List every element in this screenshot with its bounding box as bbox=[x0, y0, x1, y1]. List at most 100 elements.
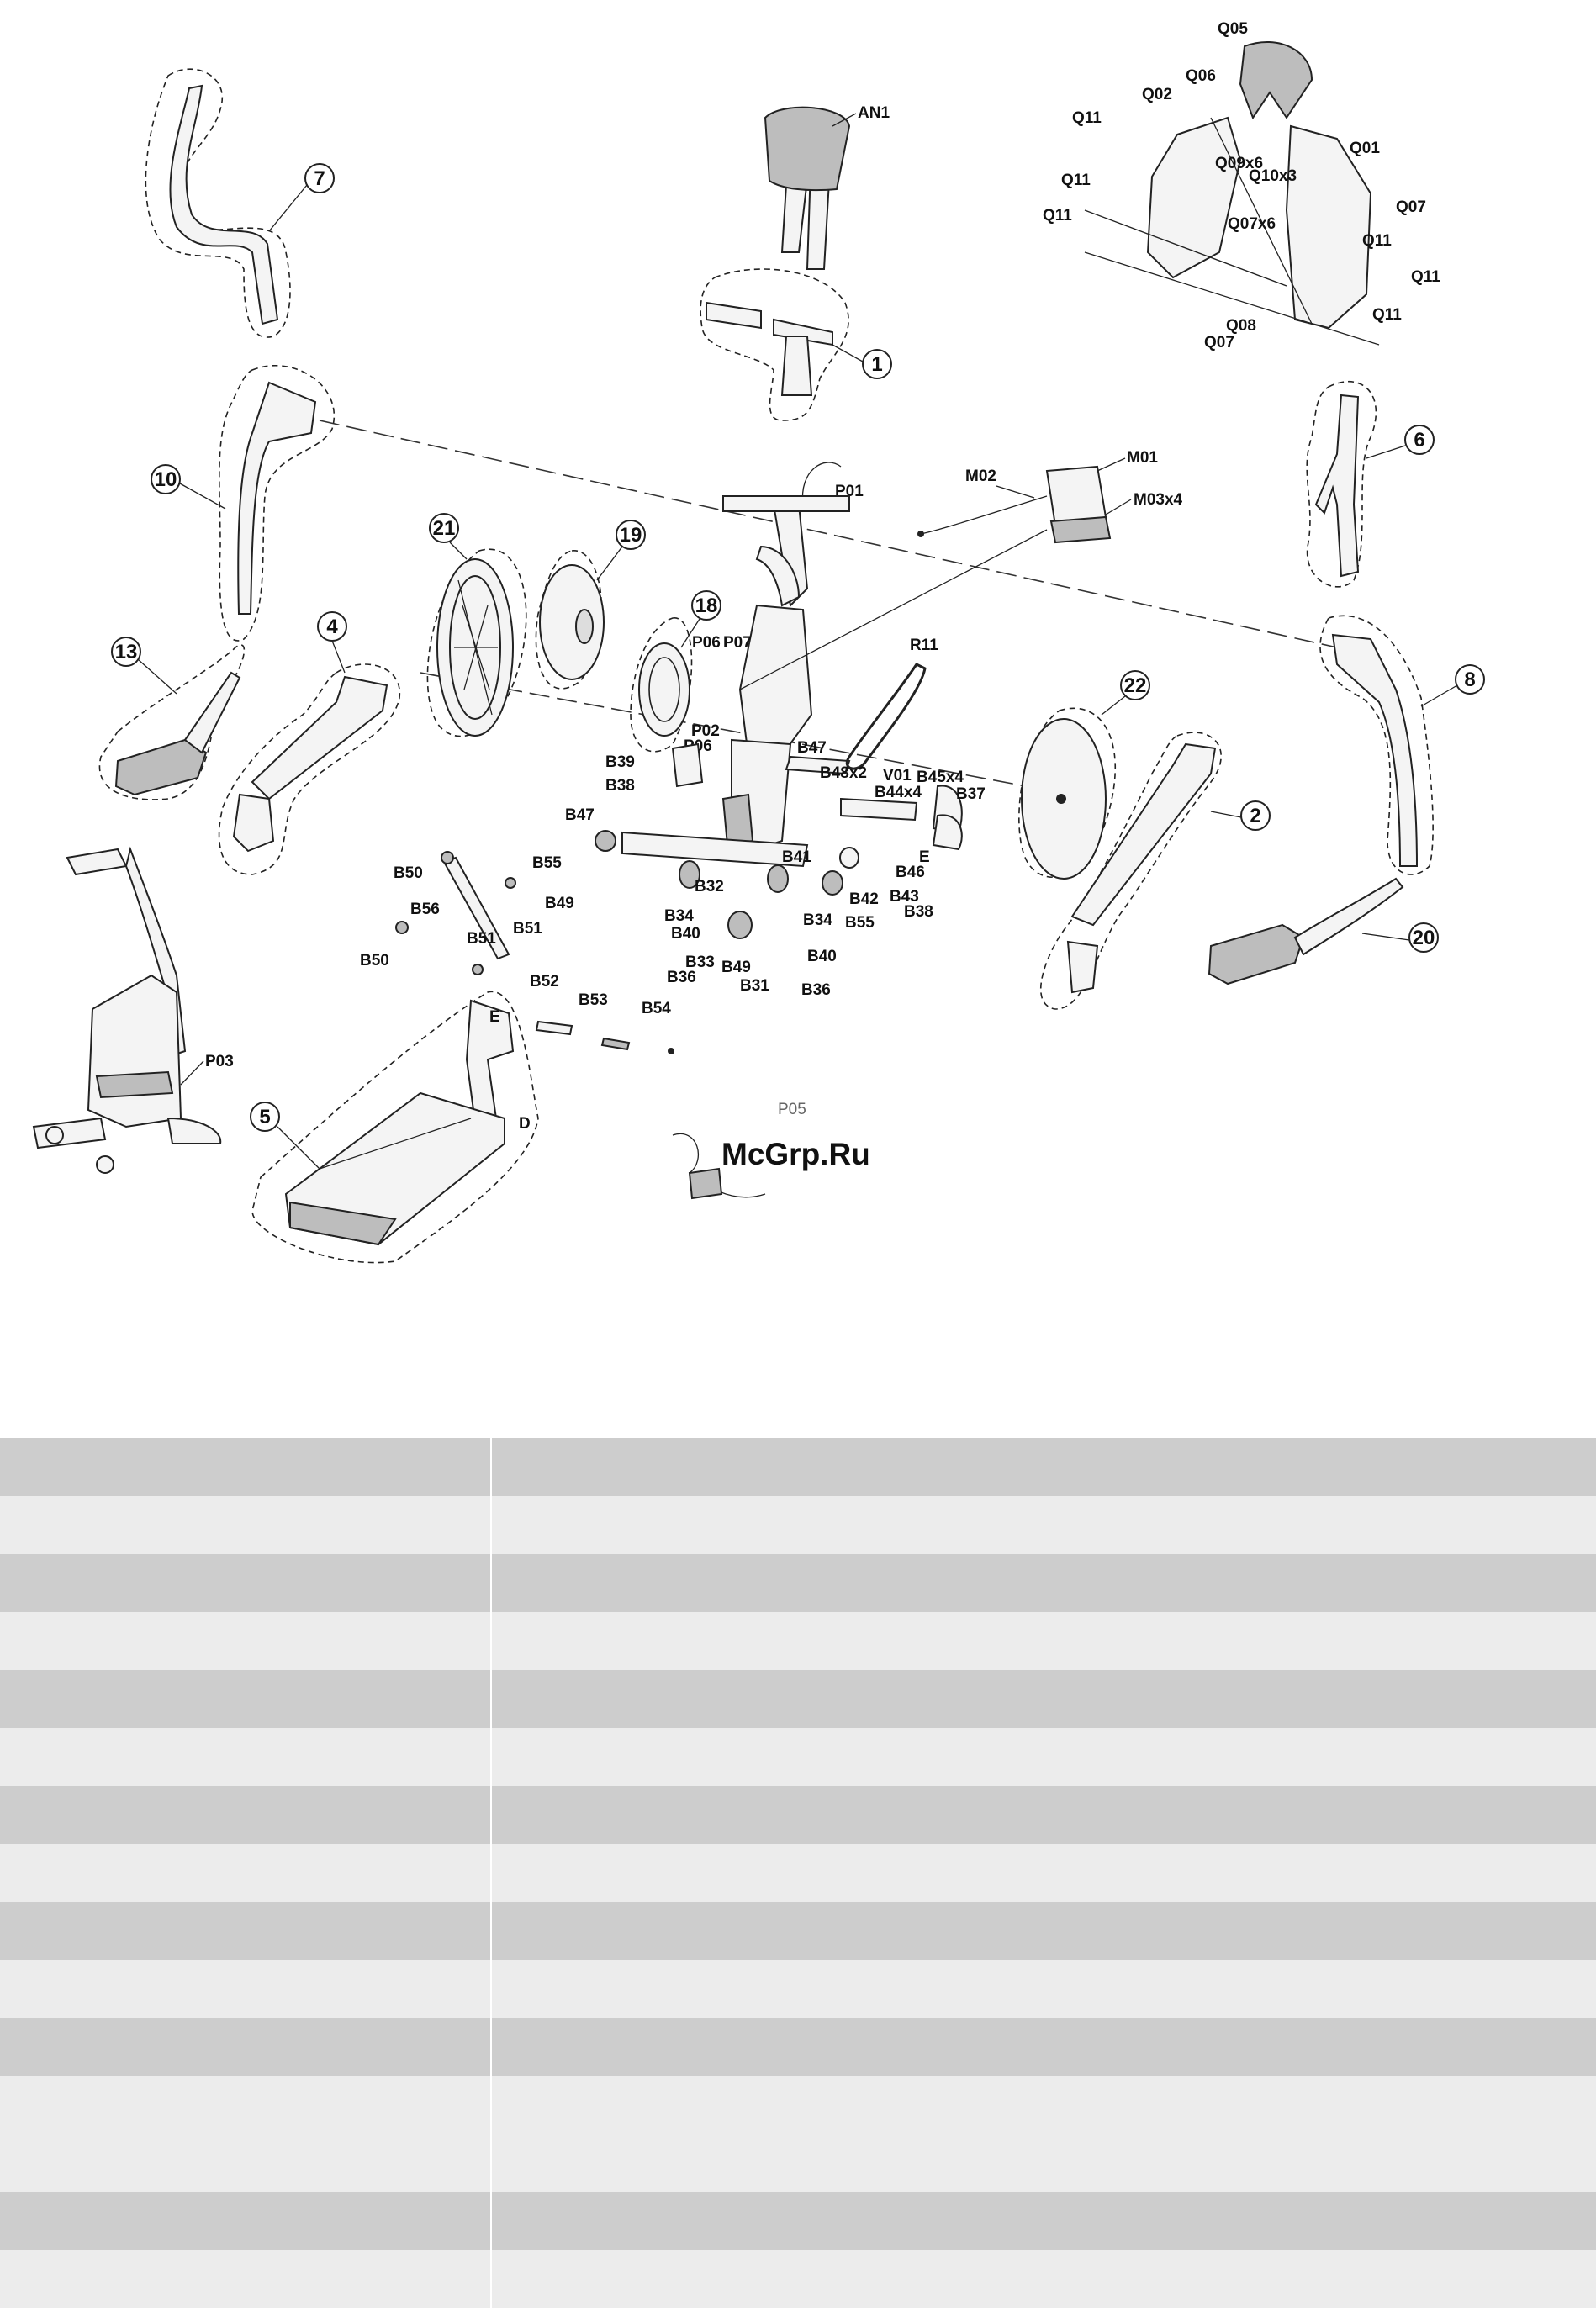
table-cell-description bbox=[492, 2076, 1596, 2192]
part-20-right-pedal: 20 bbox=[1208, 877, 1439, 985]
table-row bbox=[0, 1438, 1596, 1496]
label-V01: V01 bbox=[883, 767, 912, 785]
table-row bbox=[0, 1902, 1596, 1960]
callout-7: 7 bbox=[314, 167, 325, 190]
callout-4: 4 bbox=[326, 616, 338, 638]
table-cell-description bbox=[492, 1612, 1596, 1670]
parts-table bbox=[0, 1438, 1596, 2308]
table-cell-part-number bbox=[0, 1728, 492, 1786]
part-19-flywheel: 19 bbox=[535, 520, 646, 690]
part-Q-shroud-group: Q05 Q06 Q02 Q11 Q01 Q09x6 Q10x3 Q11 Q07 … bbox=[1043, 20, 1440, 351]
label-B43: B43 bbox=[890, 888, 919, 906]
label-B31: B31 bbox=[740, 977, 769, 995]
table-row bbox=[0, 2250, 1596, 2308]
table-cell-description bbox=[492, 1728, 1596, 1786]
exploded-parts-diagram: 7 10 13 4 21 bbox=[32, 20, 1485, 1264]
label-B53: B53 bbox=[579, 991, 608, 1009]
label-B46: B46 bbox=[896, 864, 925, 881]
crank-axle-assembly bbox=[595, 742, 963, 939]
table-row bbox=[0, 1728, 1596, 1786]
label-P03: P03 bbox=[205, 1053, 234, 1070]
table-row bbox=[0, 1844, 1596, 1902]
part-B52-B54-bolts: B52 B53 B54 bbox=[530, 973, 674, 1054]
table-row bbox=[0, 1960, 1596, 2018]
label-B38-b: B38 bbox=[904, 903, 933, 921]
label-Q07x6: Q07x6 bbox=[1228, 215, 1276, 233]
label-D: D bbox=[519, 1115, 531, 1133]
label-B47-a: B47 bbox=[797, 739, 827, 757]
callout-19: 19 bbox=[620, 524, 642, 547]
label-Q05: Q05 bbox=[1218, 20, 1248, 38]
main-frame bbox=[721, 495, 851, 851]
table-row bbox=[0, 2076, 1596, 2192]
assembly-axis-line bbox=[319, 420, 1338, 648]
part-18-drive-pulley: 18 bbox=[630, 590, 721, 753]
label-Q11-a: Q11 bbox=[1072, 109, 1102, 127]
label-P02: P02 bbox=[691, 722, 720, 740]
table-row bbox=[0, 1554, 1596, 1612]
callout-5: 5 bbox=[259, 1106, 270, 1128]
label-E-base: E bbox=[489, 1008, 500, 1026]
table-cell-description bbox=[492, 1438, 1596, 1496]
label-B42: B42 bbox=[849, 890, 879, 908]
table-cell-part-number bbox=[0, 2192, 492, 2250]
label-Q11-d: Q11 bbox=[1362, 232, 1392, 250]
table-cell-part-number bbox=[0, 1960, 492, 2018]
callout-1: 1 bbox=[871, 353, 882, 376]
part-1-console-mast: AN1 1 bbox=[700, 104, 892, 421]
label-AN1: AN1 bbox=[858, 104, 890, 122]
table-cell-description bbox=[492, 1554, 1596, 1612]
label-Q11-b: Q11 bbox=[1061, 172, 1091, 189]
label-Q02: Q02 bbox=[1142, 86, 1172, 103]
label-B52: B52 bbox=[530, 973, 559, 991]
table-cell-description bbox=[492, 1496, 1596, 1554]
table-cell-description bbox=[492, 1670, 1596, 1728]
callout-6: 6 bbox=[1414, 429, 1424, 452]
table-cell-part-number bbox=[0, 1612, 492, 1670]
table-cell-description bbox=[492, 1960, 1596, 2018]
callout-20: 20 bbox=[1413, 927, 1435, 949]
label-B49-b: B49 bbox=[721, 959, 751, 976]
label-B40-a: B40 bbox=[671, 925, 700, 943]
table-row bbox=[0, 1612, 1596, 1670]
label-B47-b: B47 bbox=[565, 806, 595, 824]
label-B51-b: B51 bbox=[513, 920, 542, 938]
table-cell-part-number bbox=[0, 1902, 492, 1960]
label-B48x2: B48x2 bbox=[820, 764, 867, 782]
label-Q11-e: Q11 bbox=[1411, 268, 1440, 286]
label-P07: P07 bbox=[723, 634, 752, 652]
table-row bbox=[0, 2192, 1596, 2250]
label-Q06: Q06 bbox=[1186, 67, 1216, 85]
label-P06-a: P06 bbox=[692, 634, 721, 652]
label-B33: B33 bbox=[685, 954, 715, 971]
callout-2: 2 bbox=[1250, 805, 1260, 827]
label-B45x4: B45x4 bbox=[917, 769, 964, 786]
table-cell-description bbox=[492, 1786, 1596, 1844]
table-cell-part-number bbox=[0, 2250, 492, 2308]
label-B40-b: B40 bbox=[807, 948, 837, 965]
label-B39: B39 bbox=[605, 753, 635, 771]
label-B55-b: B55 bbox=[845, 914, 875, 932]
label-Q01: Q01 bbox=[1350, 140, 1380, 157]
label-B44x4: B44x4 bbox=[875, 784, 922, 801]
label-Q07-b: Q07 bbox=[1204, 334, 1234, 351]
label-Q07-a: Q07 bbox=[1396, 198, 1426, 216]
label-M02: M02 bbox=[965, 468, 996, 485]
table-cell-part-number bbox=[0, 1438, 492, 1496]
callout-18: 18 bbox=[695, 594, 718, 617]
label-B50-b: B50 bbox=[360, 952, 389, 970]
table-cell-part-number bbox=[0, 2076, 492, 2192]
label-B38-a: B38 bbox=[605, 777, 635, 795]
label-B37: B37 bbox=[956, 785, 986, 803]
label-R11: R11 bbox=[910, 637, 938, 654]
table-cell-part-number bbox=[0, 1554, 492, 1612]
table-cell-description bbox=[492, 1902, 1596, 1960]
part-8-right-lower-arm: 8 bbox=[1319, 615, 1485, 875]
callout-22: 22 bbox=[1124, 674, 1147, 697]
part-6-right-handlebar: 6 bbox=[1306, 381, 1435, 588]
label-Q11-f: Q11 bbox=[1372, 306, 1402, 324]
table-cell-description bbox=[492, 2018, 1596, 2076]
table-cell-part-number bbox=[0, 1496, 492, 1554]
label-Q10x3: Q10x3 bbox=[1249, 167, 1297, 185]
callout-8: 8 bbox=[1464, 668, 1475, 691]
